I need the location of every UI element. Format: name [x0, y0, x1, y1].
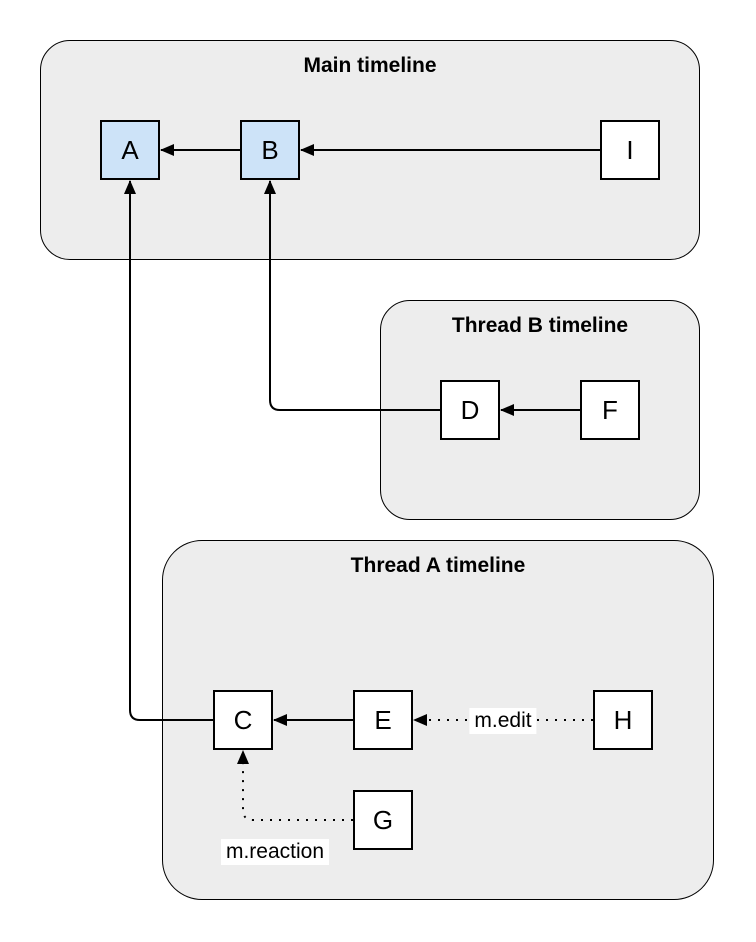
edge-D-B	[264, 180, 440, 411]
node-B: B	[240, 120, 300, 180]
edge-C-A	[124, 180, 213, 721]
node-F: F	[580, 380, 640, 440]
container-title-thread-b: Thread B timeline	[451, 314, 629, 337]
container-title-thread-a: Thread A timeline	[350, 554, 526, 577]
node-A: A	[100, 120, 160, 180]
node-E: E	[353, 690, 413, 750]
node-G: G	[353, 790, 413, 850]
edge-label-m-edit: m.edit	[469, 708, 537, 734]
node-I: I	[600, 120, 660, 180]
node-C: C	[213, 690, 273, 750]
container-title-main: Main timeline	[303, 54, 437, 77]
node-D: D	[440, 380, 500, 440]
edge-G-C	[237, 750, 353, 821]
edge-label-m-reaction: m.reaction	[220, 839, 330, 865]
node-H: H	[593, 690, 653, 750]
